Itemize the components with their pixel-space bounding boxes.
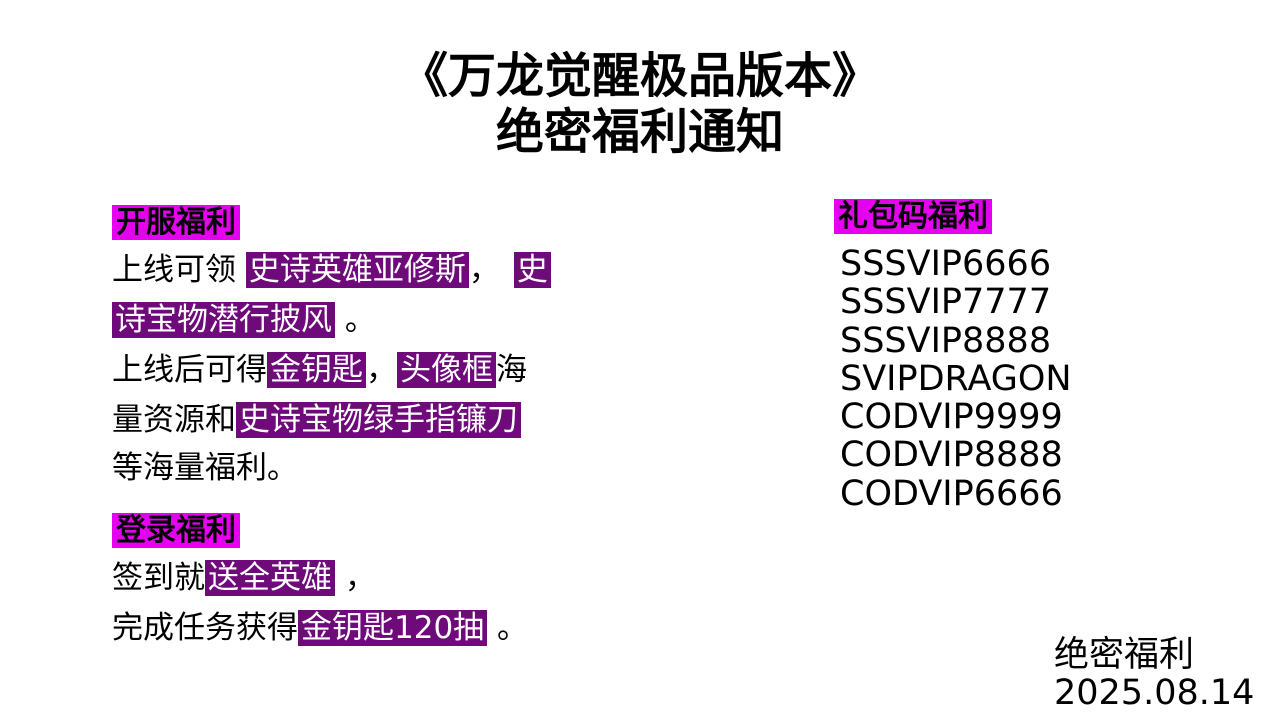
gift-code: CODVIP8888 [840, 435, 1063, 476]
codes-heading: 礼包码福利 [834, 199, 992, 234]
text: ， [335, 560, 376, 596]
text: 完成任务获得 [112, 610, 298, 646]
text: 等海量福利。 [112, 450, 298, 486]
highlight: 史诗宝物绿手指镰刀 [236, 402, 521, 438]
codes-section-heading: 礼包码福利 [834, 194, 992, 239]
launch-line-3: 上线后可得金钥匙，头像框海 [112, 348, 527, 392]
footer: 绝密福利 2025.08.14 [1054, 636, 1254, 712]
login-heading: 登录福利 [112, 513, 240, 548]
text: 。 [487, 610, 529, 646]
text: 签到就 [112, 560, 205, 596]
highlight: 金钥匙 [267, 352, 366, 388]
highlight: 送全英雄 [205, 560, 335, 596]
launch-section-heading: 开服福利 [112, 200, 240, 245]
gift-code: SSSVIP6666 [840, 244, 1052, 284]
text: ， [366, 352, 397, 388]
text: 海 [496, 352, 527, 388]
launch-line-4: 量资源和史诗宝物绿手指镰刀 [112, 398, 521, 442]
footer-date: 2025.08.14 [1054, 673, 1255, 713]
title-line-1: 《万龙觉醒极品版本》 [399, 48, 880, 104]
login-section-heading: 登录福利 [112, 508, 240, 553]
highlight: 头像框 [397, 352, 496, 388]
title-line-2: 绝密福利通知 [495, 104, 784, 160]
highlight: 史 [513, 252, 551, 288]
highlight: 史诗英雄亚修斯 [245, 252, 469, 288]
text: ， [468, 252, 500, 288]
text: 上线后可得 [112, 352, 267, 388]
launch-line-2: 诗宝物潜行披风 。 [112, 298, 376, 342]
gift-code-list: SSSVIP6666 SSSVIP7777 SSSVIP8888 SVIPDRA… [840, 245, 1072, 513]
text: 量资源和 [112, 402, 236, 438]
footer-label: 绝密福利 [1054, 635, 1195, 675]
login-line-1: 签到就送全英雄 ， [112, 556, 376, 600]
login-line-2: 完成任务获得金钥匙120抽 。 [112, 606, 528, 650]
launch-heading: 开服福利 [112, 205, 240, 240]
gift-code: SVIPDRAGON [840, 358, 1072, 399]
text: 上线可领 [112, 252, 246, 288]
gift-code: SSSVIP7777 [840, 282, 1052, 323]
gift-code: CODVIP6666 [840, 473, 1063, 514]
highlight: 金钥匙120抽 [298, 610, 488, 646]
launch-line-5: 等海量福利。 [112, 446, 298, 490]
launch-line-1: 上线可领 史诗英雄亚修斯， 史 [112, 248, 551, 292]
highlight: 诗宝物潜行披风 [112, 302, 335, 338]
text: 。 [335, 302, 376, 338]
gift-code: CODVIP9999 [840, 397, 1063, 438]
gift-code: SSSVIP8888 [840, 320, 1052, 361]
